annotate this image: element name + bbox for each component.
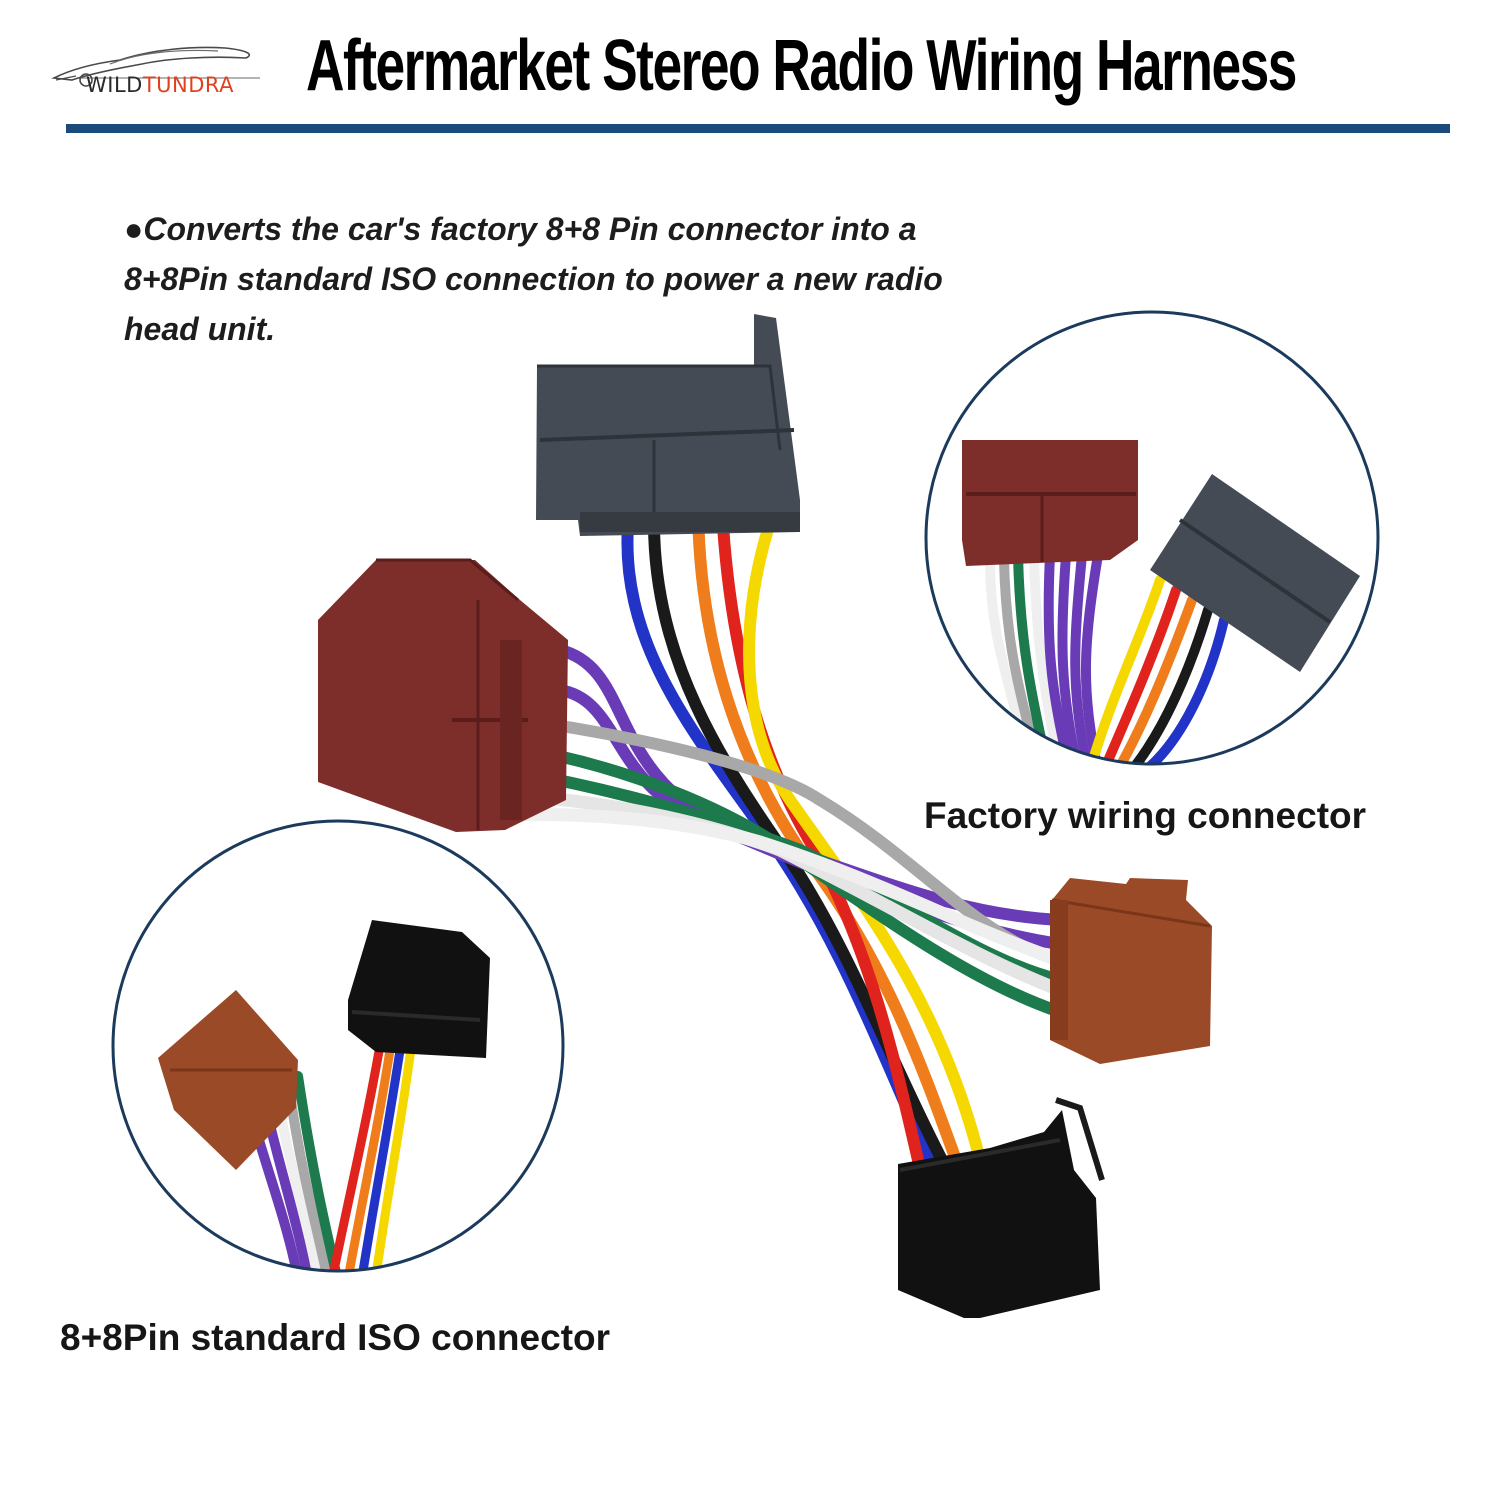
brand-wordmark: WILDTUNDRA [86,74,234,96]
iso-brown-connector [1050,878,1212,1064]
sports-car-outline-icon [51,46,260,87]
brand-word-tundra: TUNDRA [142,73,235,97]
title-divider [66,124,1450,133]
harness-wire-bundle [498,494,1067,1166]
factory-detail-circle [924,310,1380,766]
factory-connector-label: Factory wiring connector [924,795,1367,836]
iso-connector-label: 8+8Pin standard ISO connector [60,1317,611,1358]
feature-bullet: ●Converts the car's factory 8+8 Pin conn… [124,211,943,347]
factory-red-connector [318,558,568,832]
factory-gray-connector [536,314,800,536]
iso-detail-circle [111,819,565,1273]
iso-black-connector [898,1097,1105,1318]
brand-logo: WILDTUNDRA [50,40,282,102]
page-title: Aftermarket Stereo Radio Wiring Harness [306,26,1297,106]
brand-word-wild: WILD [86,73,143,97]
